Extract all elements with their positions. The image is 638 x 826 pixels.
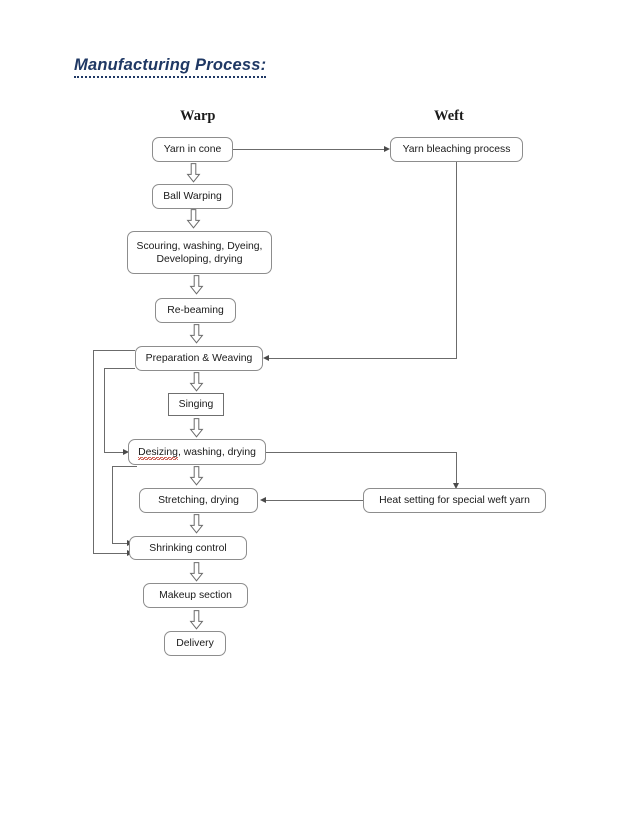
edge-heat-to-stretching-line	[265, 500, 363, 501]
node-yarn-in-cone[interactable]: Yarn in cone	[152, 137, 233, 162]
edge-prep-to-desizing-bothline	[104, 452, 127, 453]
node-shrinking-control-label: Shrinking control	[149, 542, 227, 554]
edge-bleaching-to-prep-vline	[456, 162, 457, 358]
node-scouring-label-line2: Developing, drying	[156, 253, 243, 265]
node-re-beaming[interactable]: Re-beaming	[155, 298, 236, 323]
edge-desizing-to-heat-vline	[456, 452, 457, 484]
block-arrow-preparation-to-singing	[189, 372, 204, 392]
node-preparation-and-weaving[interactable]: Preparation & Weaving	[135, 346, 263, 371]
node-singing-label: Singing	[178, 399, 214, 410]
node-yarn-bleaching-process-label: Yarn bleaching process	[402, 144, 511, 155]
edge-desizing-to-shrinking-tophline	[112, 466, 137, 467]
edge-prep-to-desizing-tophline	[104, 368, 135, 369]
node-desizing-label-rest: , washing, drying	[177, 446, 256, 458]
node-stretching-drying-label: Stretching, drying	[158, 495, 239, 506]
edge-bleaching-to-prep-hline	[268, 358, 457, 359]
node-singing[interactable]: Singing	[168, 393, 224, 416]
edge-yarn-to-bleaching-line	[233, 149, 385, 150]
edge-desizing-to-shrinking-vline	[112, 466, 113, 543]
edge-prep-to-shrinking-vline	[93, 350, 94, 554]
node-ball-warping[interactable]: Ball Warping	[152, 184, 233, 209]
node-delivery-label: Delivery	[176, 638, 214, 649]
edge-prep-to-desizing-arrowhead	[123, 448, 129, 455]
block-arrow-shrinking-to-makeup	[189, 562, 204, 582]
block-arrow-ballwarping-to-scouring	[186, 209, 201, 229]
edge-prep-to-shrinking-tophline	[93, 350, 135, 351]
block-arrow-yarn-to-ballwarping	[186, 163, 201, 183]
block-arrow-makeup-to-delivery	[189, 610, 204, 630]
node-heat-setting-special-weft-yarn[interactable]: Heat setting for special weft yarn	[363, 488, 546, 513]
page-title: Manufacturing Process:	[74, 56, 267, 78]
block-arrow-scouring-to-rebeaming	[189, 275, 204, 295]
node-re-beaming-label: Re-beaming	[167, 305, 224, 316]
node-preparation-and-weaving-label: Preparation & Weaving	[145, 353, 253, 364]
node-makeup-section-label: Makeup section	[159, 590, 232, 601]
node-yarn-in-cone-label: Yarn in cone	[163, 144, 222, 155]
column-header-warp: Warp	[180, 108, 216, 124]
edge-prep-to-desizing-vline	[104, 368, 105, 453]
edge-bleaching-to-prep-arrowhead	[263, 354, 269, 361]
node-scouring-washing-dyeing[interactable]: Scouring, washing, Dyeing, Developing, d…	[127, 231, 272, 274]
node-desizing-misspelled-word: Desizing	[138, 446, 178, 460]
node-ball-warping-label: Ball Warping	[163, 191, 222, 202]
node-desizing-label-wrap: Desizing, washing, drying	[138, 446, 256, 460]
node-shrinking-control[interactable]: Shrinking control	[129, 536, 247, 560]
node-scouring-label-line1: Scouring, washing, Dyeing,	[136, 240, 263, 252]
block-arrow-stretching-to-shrinking	[189, 514, 204, 534]
node-stretching-drying[interactable]: Stretching, drying	[139, 488, 258, 513]
node-desizing-washing-drying[interactable]: Desizing, washing, drying	[128, 439, 266, 465]
edge-desizing-to-heat-arrowhead	[452, 483, 459, 489]
column-header-weft: Weft	[434, 108, 464, 124]
node-delivery[interactable]: Delivery	[164, 631, 226, 656]
edge-desizing-to-shrinking-bothline	[112, 543, 129, 544]
edge-heat-to-stretching-arrowhead	[260, 496, 266, 503]
edge-prep-to-shrinking-bothline	[93, 553, 129, 554]
node-heat-setting-label: Heat setting for special weft yarn	[379, 495, 530, 506]
block-arrow-desizing-to-stretching	[189, 466, 204, 486]
edge-desizing-to-heat-hline	[266, 452, 457, 453]
node-makeup-section[interactable]: Makeup section	[143, 583, 248, 608]
node-yarn-bleaching-process[interactable]: Yarn bleaching process	[390, 137, 523, 162]
block-arrow-rebeaming-to-preparation	[189, 324, 204, 344]
edge-yarn-to-bleaching-arrowhead	[384, 145, 390, 152]
block-arrow-singing-to-desizing	[189, 418, 204, 438]
